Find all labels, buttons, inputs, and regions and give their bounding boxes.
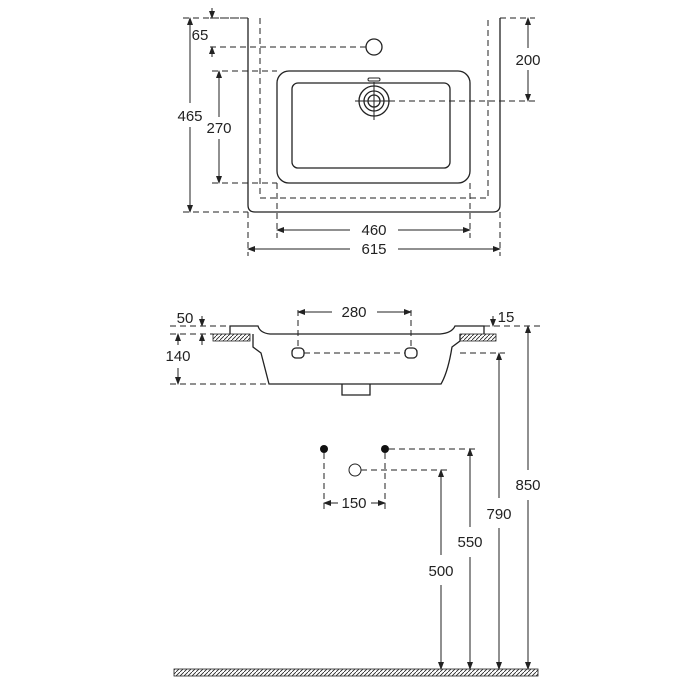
floor (173, 668, 539, 677)
countertop-right (459, 333, 497, 342)
dim-supply-spacing-150: 150 (341, 495, 366, 512)
dim-total-depth-465: 465 (177, 108, 202, 125)
basin-rim-top (276, 70, 471, 184)
basin-body-side (229, 325, 485, 385)
dim-top-height-850: 850 (515, 477, 540, 494)
basin-outline-top (247, 18, 501, 213)
dim-supply-height-550: 550 (457, 534, 482, 551)
side-view: 280 50 140 15 150 (165, 304, 541, 677)
dim-underside-height-790: 790 (486, 506, 511, 523)
dim-waste-offset-200: 200 (515, 52, 540, 69)
hidden-outline-top (259, 18, 489, 199)
overflow-port-left (291, 347, 305, 359)
dim-bowl-depth-270: 270 (206, 120, 231, 137)
dim-total-width-615: 615 (361, 241, 386, 258)
overflow-slot (367, 77, 381, 82)
top-view: 65 200 465 270 460 615 (177, 8, 541, 258)
dim-bowl-width-460: 460 (361, 222, 386, 239)
dim-bowl-height-140: 140 (165, 348, 190, 365)
waste-spigot-side (341, 384, 371, 396)
dim-tap-offset-65: 65 (192, 27, 209, 44)
drain-point (348, 463, 362, 477)
dim-counter-thickness-15: 15 (498, 309, 515, 326)
countertop-left (212, 333, 251, 342)
tap-hole (365, 38, 383, 56)
basin-bowl-top (291, 82, 451, 169)
dim-drain-height-500: 500 (428, 563, 453, 580)
overflow-port-right (404, 347, 418, 359)
dim-rim-height-50: 50 (177, 310, 194, 327)
supply-point-left (320, 445, 328, 453)
supply-point-right (381, 445, 389, 453)
waste-outlet (355, 82, 393, 120)
dim-overflow-spacing-280: 280 (341, 304, 366, 321)
